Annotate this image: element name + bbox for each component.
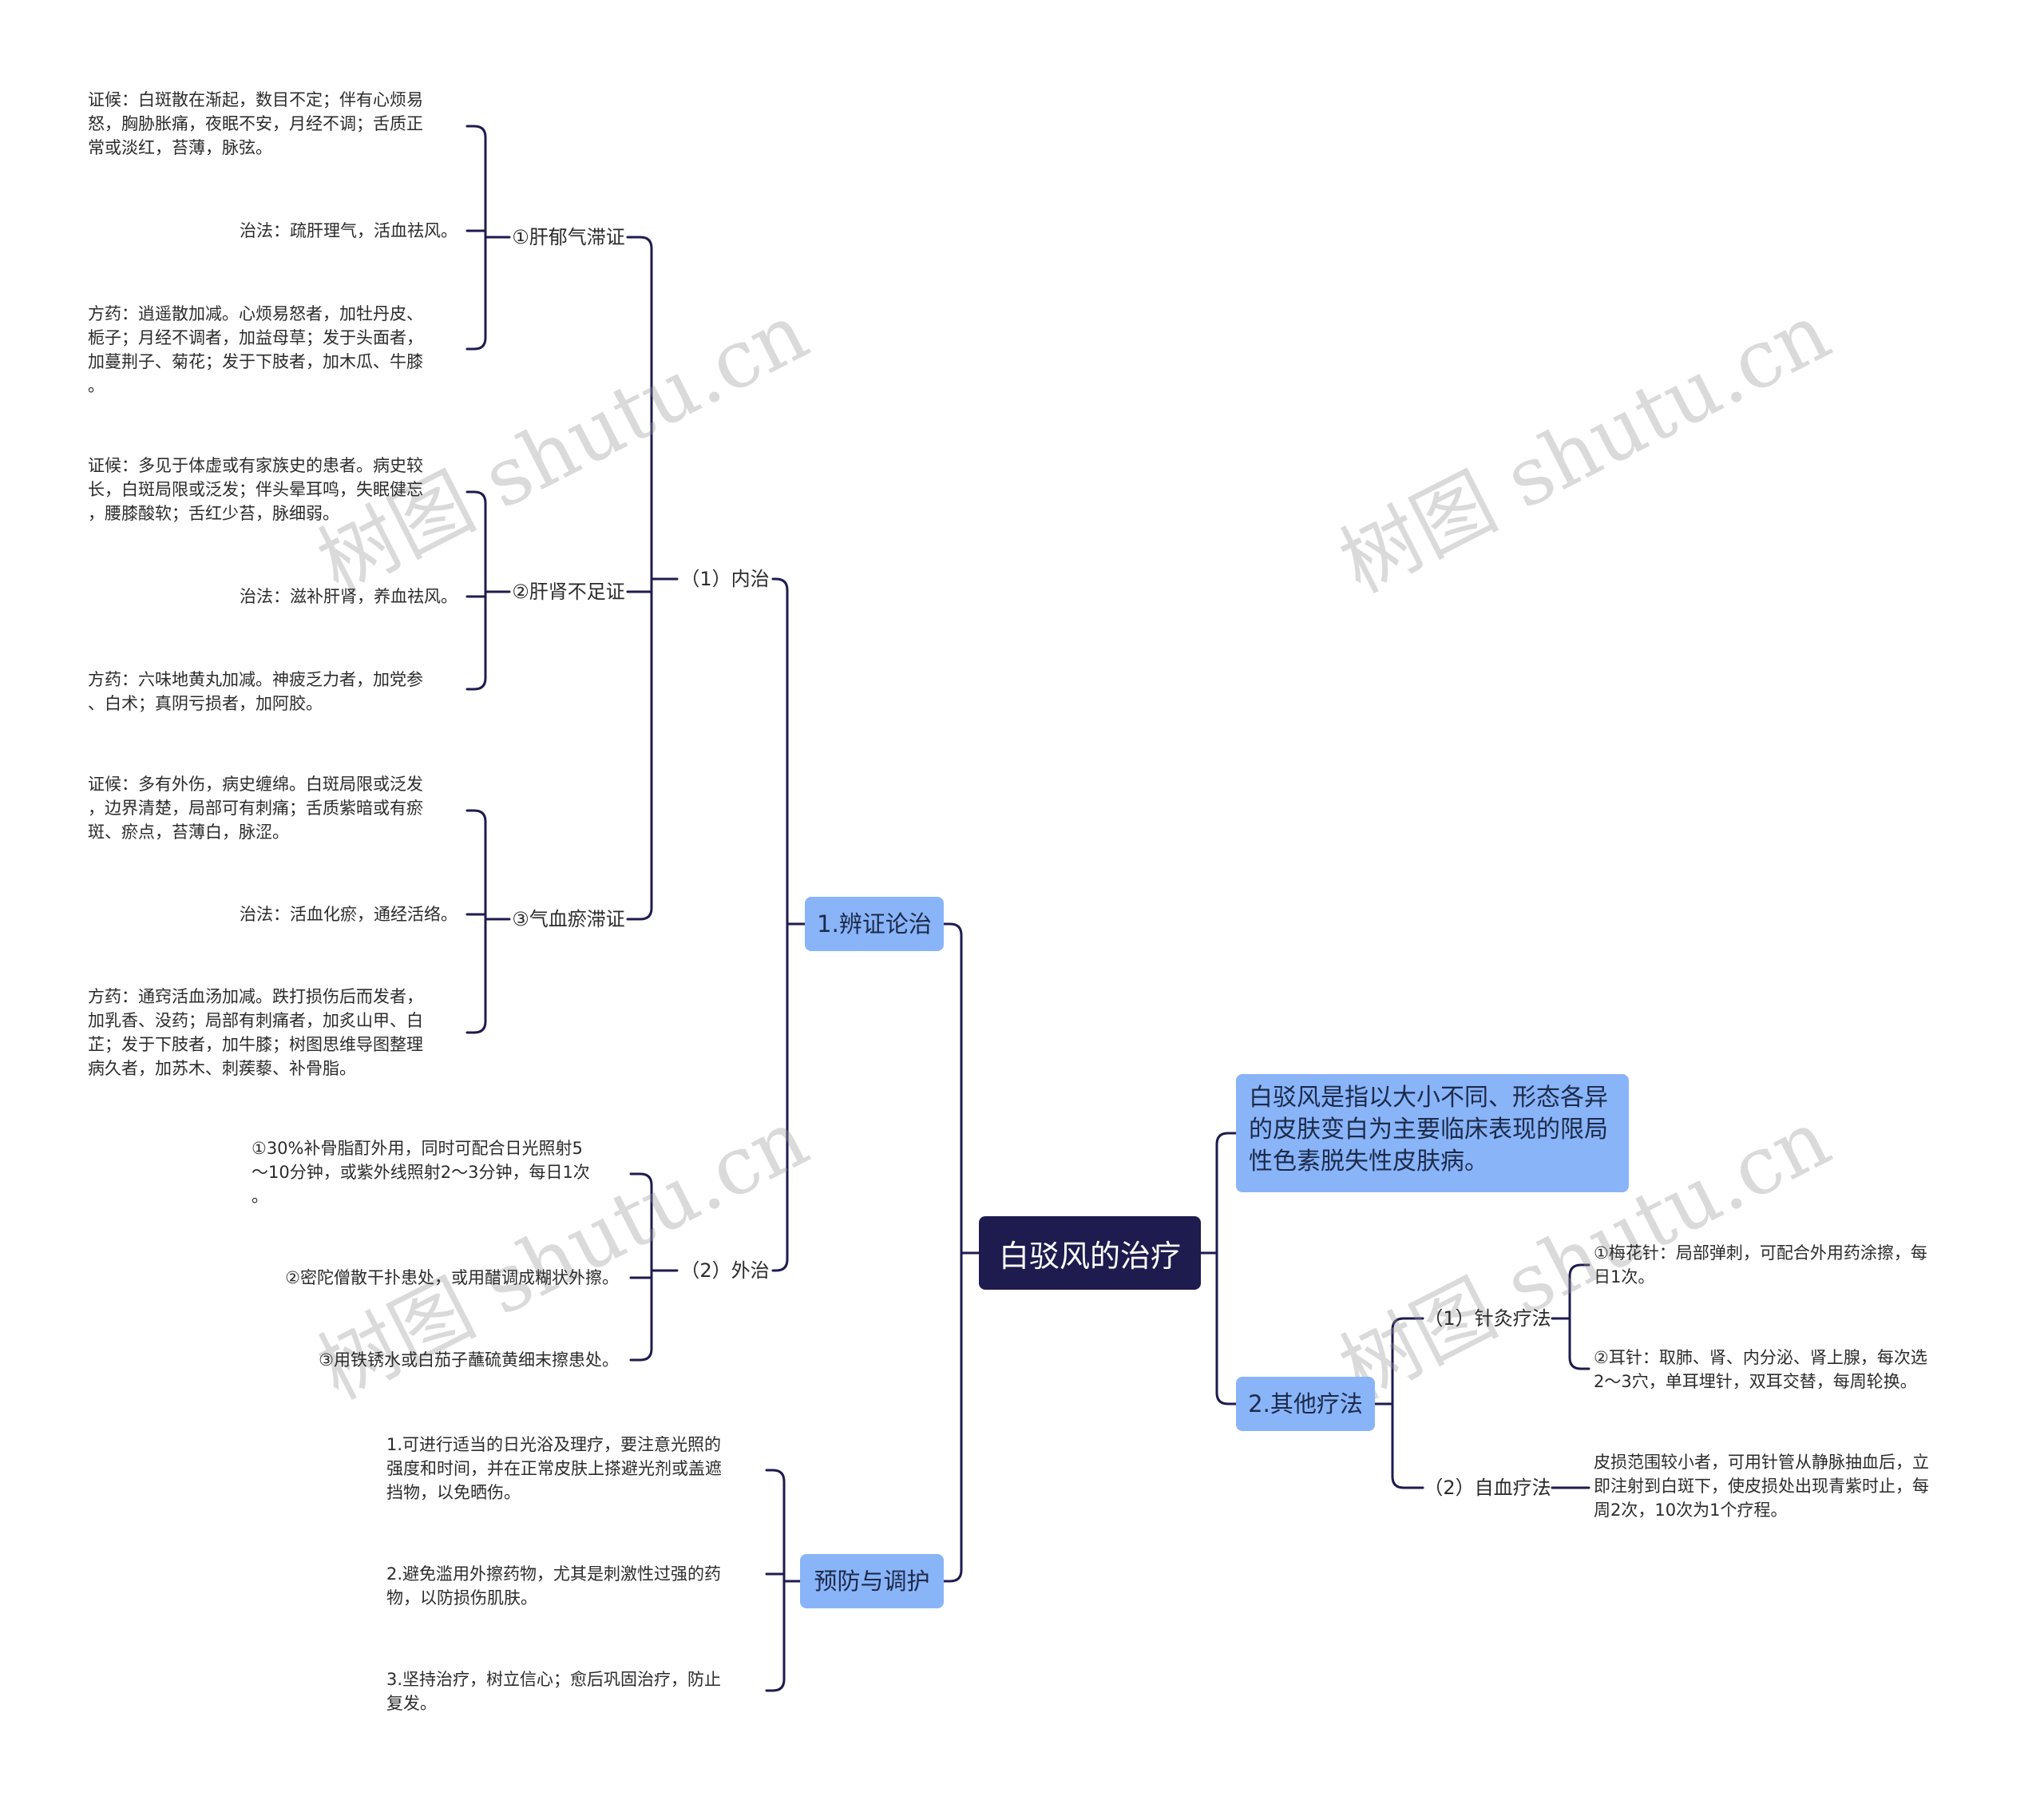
- connector: [1391, 1475, 1424, 1489]
- node-liver-kidney-deficiency[interactable]: ②肝肾不足证: [512, 581, 625, 603]
- connector: [1568, 1356, 1590, 1370]
- node-qi-blood-stasis[interactable]: ③气血瘀滞证: [512, 908, 625, 930]
- connector: [465, 490, 487, 505]
- root-node[interactable]: 白驳风的治疗: [979, 1216, 1201, 1290]
- leaf-prevention-item: 3.坚持治疗，树立信心；愈后巩固治疗，防止 复发。: [386, 1670, 722, 1713]
- node-acupuncture[interactable]: （1）针灸疗法: [1424, 1307, 1551, 1330]
- connector: [465, 336, 487, 351]
- leaf-prevention-item: 2.避免滥用外擦药物，尤其是刺激性过强的药 物，以防损伤肌肤。: [386, 1564, 722, 1608]
- leaf-blood-stasis-formula: 方药：通窍活血汤加减。跌打损伤后而发者， 加乳香、没药；局部有刺痛者，加炙山甲、…: [88, 987, 423, 1078]
- connector: [465, 125, 487, 139]
- node-autohemotherapy[interactable]: （2）自血疗法: [1424, 1477, 1551, 1499]
- leaf-autohemo-text: 皮损范围较小者，可用针管从静脉抽血后，立 即注射到白斑下，使皮损处出现青紫时止，…: [1594, 1453, 1929, 1520]
- leaf-external-item: ①30%补骨脂酊外用，同时可配合日光照射5 ～10分钟，或紫外线照射2～3分钟，…: [252, 1139, 590, 1206]
- connector: [765, 1678, 786, 1692]
- connector: [629, 1347, 653, 1362]
- leaf-liver-kidney-method: 治法：滋补肝肾，养血祛风。: [240, 587, 458, 606]
- leaf-external-item: ③用铁锈水或白茄子蘸硫黄细末擦患处。: [319, 1350, 619, 1370]
- connector: [1391, 1317, 1424, 1331]
- branch-other-therapies[interactable]: 2.其他疗法: [1236, 1377, 1375, 1431]
- leaf-liver-kidney-symptoms: 证候：多见于体虚或有家族史的患者。病史较 长，白斑局限或泛发；伴头晕耳鸣，失眠健…: [88, 456, 423, 523]
- node-external-treatment[interactable]: （2）外治: [680, 1259, 770, 1282]
- connector: [626, 236, 653, 250]
- connector: [942, 1568, 963, 1583]
- leaf-prevention-item: 1.可进行适当的日光浴及理疗，要注意光照的 强度和时间，并在正常皮肤上搽避光剂或…: [386, 1435, 722, 1502]
- connector: [629, 1172, 653, 1187]
- leaf-external-item: ②密陀僧散干扑患处，或用醋调成糊状外擦。: [285, 1268, 619, 1287]
- leaf-liver-qi-formula: 方药：逍遥散加减。心烦易怒者，加牡丹皮、 栀子；月经不调者，加益母草；发于头面者…: [88, 304, 423, 395]
- connector: [942, 922, 963, 937]
- description-node[interactable]: 白驳风是指以大小不同、形态各异 的皮肤变白为主要临床表现的限局 性色素脱失性皮肤…: [1236, 1074, 1629, 1192]
- connector: [771, 577, 789, 592]
- node-liver-qi-stagnation[interactable]: ①肝郁气滞证: [512, 226, 625, 248]
- branch-prevention[interactable]: 预防与调护: [800, 1554, 944, 1608]
- leaf-blood-stasis-method: 治法：活血化瘀，通经活络。: [240, 905, 458, 924]
- connector: [765, 1469, 786, 1483]
- connector: [626, 906, 653, 921]
- leaf-liver-qi-symptoms: 证候：白斑散在渐起，数目不定；伴有心烦易 怒，胸胁胀痛，夜眠不安，月经不调；舌质…: [88, 90, 423, 157]
- connector: [1215, 1132, 1238, 1146]
- leaf-liver-kidney-formula: 方药：六味地黄丸加减。神疲乏力者，加党参 、白术；真阴亏损者，加阿胶。: [88, 670, 423, 713]
- leaf-acupuncture-item: ①梅花针：局部弹刺，可配合外用药涂擦，每 日1次。: [1594, 1243, 1927, 1287]
- connector: [771, 1258, 789, 1272]
- leaf-blood-stasis-symptoms: 证候：多有外伤，病史缠绵。白斑局限或泛发 ，边界清楚，局部可有刺痛；舌质紫暗或有…: [88, 775, 423, 842]
- connector: [465, 676, 487, 691]
- connector: [465, 1020, 487, 1034]
- connector: [465, 809, 487, 823]
- connector: [1568, 1263, 1590, 1278]
- node-internal-treatment[interactable]: （1）内治: [680, 568, 770, 590]
- connector: [1215, 1391, 1238, 1405]
- branch-differentiation[interactable]: 1.辨证论治: [805, 897, 944, 951]
- leaf-acupuncture-item: ②耳针：取肺、肾、内分泌、肾上腺，每次选 2～3穴，单耳埋针，双耳交替，每周轮换…: [1594, 1348, 1927, 1391]
- leaf-liver-qi-method: 治法：疏肝理气，活血祛风。: [240, 221, 458, 240]
